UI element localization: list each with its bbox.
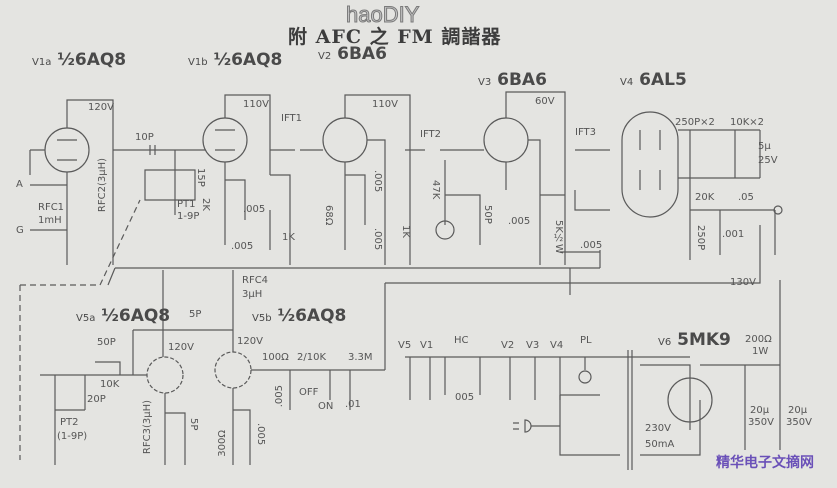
pilot-lamp-label: PL (580, 335, 592, 346)
component-label: 3μH (242, 289, 263, 300)
component-label: 200Ω (745, 334, 772, 345)
tube-label-v2: V2 6BA6 (318, 44, 387, 64)
watermark-top: haoDIY (345, 2, 420, 28)
diagram-title: 附 AFC 之 FM 調諧器 (288, 26, 502, 48)
component-label: 10K×2 (730, 117, 765, 128)
component-label: 20K (695, 192, 715, 203)
tuning-meter-icon (435, 220, 455, 240)
tube-v3-envelope (483, 117, 529, 163)
component-label: IFT2 (420, 129, 441, 140)
component-label: 3.3M (348, 352, 373, 363)
component-label: RFC2(3μH) (97, 158, 108, 213)
output-jack-icon (773, 205, 783, 215)
tube-label-v6: V6 5MK9 (658, 330, 731, 350)
component-label: 1W (752, 346, 769, 357)
component-label: (1-9P) (57, 431, 88, 442)
voltage-label: 60V (535, 96, 555, 107)
tube-v5a-envelope (146, 356, 184, 394)
component-label: 250P×2 (675, 117, 715, 128)
component-label: IFT3 (575, 127, 596, 138)
tube-label-v1a: V1a ½6AQ8 (32, 50, 127, 70)
watermark-bottom: 精华电子文摘网 (716, 455, 814, 471)
tube-v5b-envelope (214, 351, 252, 389)
component-label: PT1 (177, 199, 196, 210)
tube-label-v5b: V5b ½6AQ8 (252, 306, 347, 326)
component-label: 68Ω (323, 205, 334, 226)
voltage-label: 130V (730, 277, 756, 288)
component-label: 47K (430, 180, 441, 200)
component-label: 1K (282, 232, 295, 243)
heater-label: V2 (501, 340, 515, 351)
component-label: 300Ω (217, 430, 228, 457)
transformer-voltage: 230V (645, 423, 671, 434)
voltage-label: 120V (237, 336, 263, 347)
antenna-terminal-g[interactable]: G (16, 225, 24, 236)
component-label: 1mH (38, 215, 62, 226)
component-label: 2K (200, 198, 211, 211)
heater-label: V3 (526, 340, 540, 351)
component-label: .05 (738, 192, 754, 203)
antenna-terminal-a[interactable]: A (16, 179, 23, 190)
tube-label-v4: V4 6AL5 (620, 70, 687, 90)
component-label: 50P (482, 205, 493, 224)
component-label: 20P (87, 394, 106, 405)
afc-switch-on[interactable]: ON (318, 401, 334, 412)
tube-v6-envelope (667, 377, 713, 423)
component-label: .005 (231, 241, 254, 252)
heater-label: V5 (398, 340, 412, 351)
component-label: 350V (748, 417, 774, 428)
component-label: 10P (135, 132, 154, 143)
component-label: .005 (372, 170, 383, 193)
tube-label-v5a: V5a ½6AQ8 (76, 306, 171, 326)
component-label: .005 (508, 216, 531, 227)
component-label: 2/10K (297, 352, 327, 363)
component-label: 50P (97, 337, 116, 348)
component-label: 350V (786, 417, 812, 428)
component-label: .005 (274, 385, 285, 408)
component-label: .005 (580, 240, 603, 251)
component-label: 250P (695, 225, 706, 251)
heater-label: V1 (420, 340, 434, 351)
component-label: .005 (243, 204, 266, 215)
component-label: .01 (345, 399, 361, 410)
afc-switch-off[interactable]: OFF (299, 387, 319, 398)
component-label: 5μ (758, 141, 771, 152)
component-label: 100Ω (262, 352, 289, 363)
component-label: 10K (100, 379, 120, 390)
component-label: 5K½W (553, 220, 564, 254)
component-label: 20μ (750, 405, 770, 416)
ac-plug-icon (513, 419, 560, 433)
tube-v1a-envelope (44, 127, 90, 173)
voltage-label: 110V (372, 99, 398, 110)
component-label: 15P (195, 168, 206, 187)
component-label: IFT1 (281, 113, 302, 124)
heater-label: V4 (550, 340, 564, 351)
voltage-label: 110V (243, 99, 269, 110)
tube-label-v3: V3 6BA6 (478, 70, 547, 90)
component-label: HC (454, 335, 469, 346)
tube-v4-envelope (621, 111, 679, 218)
component-label: .001 (722, 229, 745, 240)
component-label: RFC3(3μH) (142, 400, 153, 455)
voltage-label: 120V (88, 102, 114, 113)
transformer-current: 50mA (645, 439, 675, 450)
component-label: 1K (400, 225, 411, 238)
component-label: PT2 (60, 417, 79, 428)
component-label: 25V (758, 155, 778, 166)
component-label: 5P (189, 309, 202, 320)
component-label: RFC4 (242, 275, 269, 286)
component-label: 5P (188, 418, 199, 431)
tube-label-v1b: V1b ½6AQ8 (188, 50, 283, 70)
component-label: .005 (255, 423, 266, 446)
component-label: 005 (455, 392, 475, 403)
tube-v1b-envelope (202, 117, 248, 163)
component-label: 20μ (788, 405, 808, 416)
voltage-label: 120V (168, 342, 194, 353)
pilot-lamp-icon (578, 370, 592, 384)
tube-v2-envelope (322, 117, 368, 163)
component-label: 1-9P (177, 211, 200, 222)
component-label: RFC1 (38, 202, 65, 213)
component-label: .005 (372, 228, 383, 251)
